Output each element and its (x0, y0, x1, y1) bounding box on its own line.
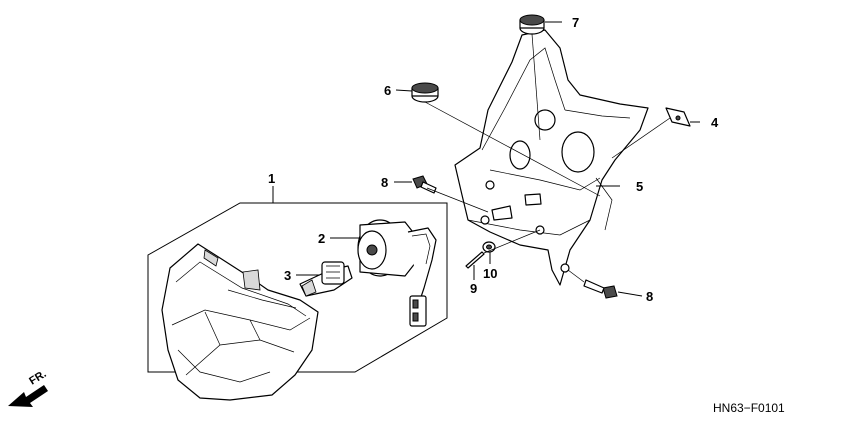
callout-3: 3 (284, 268, 291, 283)
washer-10 (482, 241, 496, 253)
front-arrow-icon (8, 385, 48, 407)
bolt-8-lower (583, 279, 618, 299)
grommet-6 (411, 82, 439, 103)
callout-8-upper: 8 (381, 175, 388, 190)
callout-2: 2 (318, 231, 325, 246)
headlight-unit (161, 243, 319, 401)
pin-9 (465, 251, 485, 269)
callout-7: 7 (572, 15, 579, 30)
callout-4: 4 (711, 115, 719, 130)
clip-4 (665, 107, 691, 127)
callout-10: 10 (483, 266, 497, 281)
diagram-code: HN63−F0101 (713, 401, 785, 415)
callout-1: 1 (268, 171, 275, 186)
headlight-stay (454, 29, 649, 286)
headlight-assembly-box (147, 202, 448, 373)
callout-8-lower: 8 (646, 289, 653, 304)
callout-6: 6 (384, 83, 391, 98)
front-direction-label: FR. (27, 368, 48, 388)
grommet-7 (519, 14, 545, 35)
front-direction-marker: FR. (8, 368, 49, 407)
leader-lines (272, 21, 700, 297)
callout-9: 9 (470, 281, 477, 296)
callout-5: 5 (636, 179, 643, 194)
bulb (299, 261, 353, 297)
socket-harness (357, 219, 437, 327)
